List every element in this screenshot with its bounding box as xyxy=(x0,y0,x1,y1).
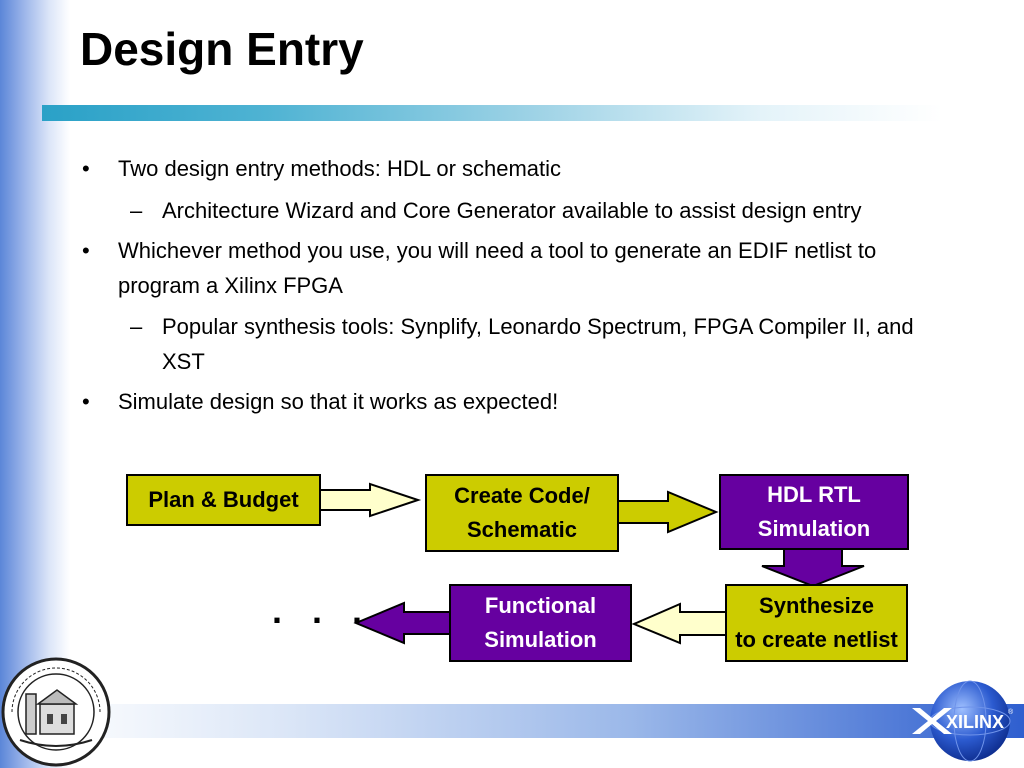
sub-bullet-item: – Architecture Wizard and Core Generator… xyxy=(130,193,942,228)
bullet-marker: • xyxy=(82,156,90,181)
plan-budget-label: Plan & Budget xyxy=(148,487,299,512)
bullet-marker: • xyxy=(82,238,90,263)
xilinx-logo: XILINX ® xyxy=(912,680,1014,762)
synthesize-box: Synthesize to create netlist xyxy=(725,584,908,662)
title-underline-bar xyxy=(42,105,942,121)
xilinx-wordmark: XILINX xyxy=(946,712,1004,732)
create-code-box: Create Code/ Schematic xyxy=(425,474,619,552)
arrow-synthesize-to-functional xyxy=(631,602,727,645)
hdl-rtl-line1: HDL RTL xyxy=(767,482,861,507)
create-code-line2: Schematic xyxy=(466,517,578,542)
slide-title: Design Entry xyxy=(80,23,364,75)
arrow-functional-to-ellipsis xyxy=(353,601,451,645)
bullet-item: • Simulate design so that it works as ex… xyxy=(82,384,938,419)
synthesize-line1: Synthesize xyxy=(759,593,874,618)
ellipsis: . . . xyxy=(272,590,373,631)
functional-line1: Functional xyxy=(484,593,597,618)
arrow-hdl-to-synthesize xyxy=(761,547,865,588)
bullet-text: Two design entry methods: HDL or schemat… xyxy=(118,156,562,181)
arrow-plan-to-create xyxy=(319,482,422,518)
bullet-marker: – xyxy=(130,314,143,339)
plan-budget-box: Plan & Budget xyxy=(126,474,321,526)
hdl-rtl-line2: Simulation xyxy=(757,516,871,541)
bullet-text: Popular synthesis tools: Synplify, Leona… xyxy=(162,314,914,374)
university-seal-logo xyxy=(1,657,111,767)
left-gradient-stripe xyxy=(0,0,70,768)
synthesize-line2: to create netlist xyxy=(735,627,898,652)
bullet-item: • Whichever method you use, you will nee… xyxy=(82,233,938,303)
functional-simulation-box: Functional Simulation xyxy=(449,584,632,662)
functional-line2: Simulation xyxy=(484,627,597,652)
bullet-item: • Two design entry methods: HDL or schem… xyxy=(82,151,938,186)
hdl-rtl-simulation-box: HDL RTL Simulation xyxy=(719,474,909,550)
create-code-line1: Create Code/ xyxy=(454,483,590,508)
sub-bullet-item: – Popular synthesis tools: Synplify, Leo… xyxy=(130,309,942,379)
arrow-create-to-hdl xyxy=(617,490,719,534)
bullet-text: Simulate design so that it works as expe… xyxy=(118,389,559,414)
bullet-text: Whichever method you use, you will need … xyxy=(118,238,877,298)
bullet-marker: • xyxy=(82,389,90,414)
registered-mark: ® xyxy=(1008,708,1014,716)
bullet-marker: – xyxy=(130,198,143,223)
bullet-text: Architecture Wizard and Core Generator a… xyxy=(162,198,862,223)
bottom-gradient-bar xyxy=(40,704,1024,738)
